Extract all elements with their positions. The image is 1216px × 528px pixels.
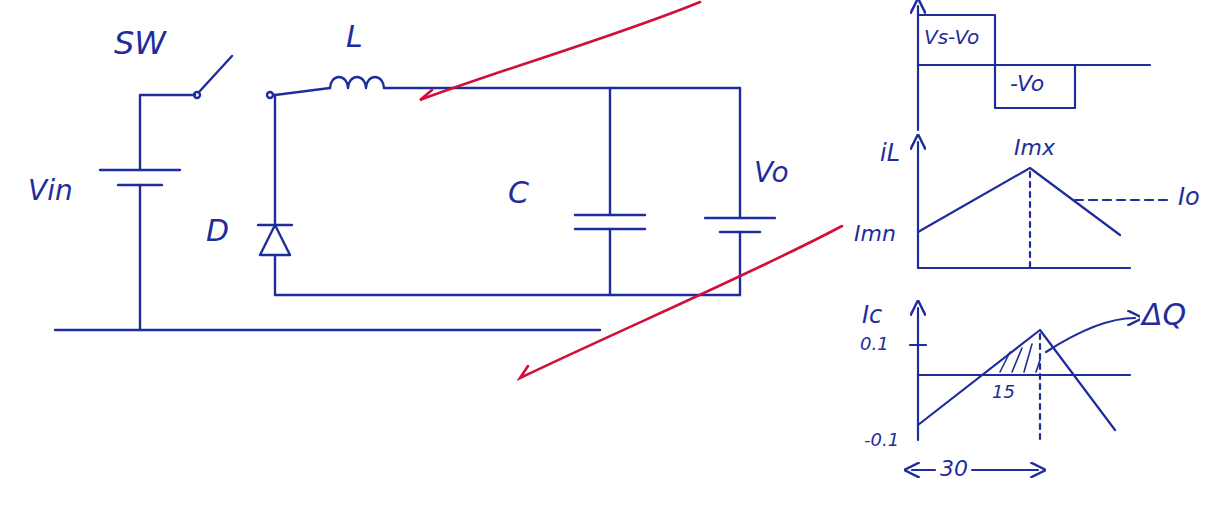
wire (609, 229, 611, 295)
dimension-label: 30 (938, 457, 970, 481)
axis (917, 6, 919, 130)
wire (275, 255, 740, 295)
dashed-line (1029, 172, 1031, 268)
dashed-line (1075, 199, 1170, 201)
signal-name: iL (878, 140, 902, 166)
source-name: Vo (752, 158, 791, 189)
switch-lever (199, 56, 232, 92)
waveform (918, 168, 1120, 235)
axis (918, 374, 1130, 376)
wire (140, 185, 600, 330)
axis (918, 64, 1150, 66)
current-level: Imx (1012, 136, 1057, 160)
capacitor-name: C (506, 176, 531, 209)
switch-name: SW (112, 26, 168, 61)
value-label: 15 (990, 382, 1017, 402)
wire (384, 87, 740, 89)
wire (55, 329, 140, 331)
hatch (1000, 344, 1040, 372)
wire (609, 88, 611, 215)
pointer-lines (420, 2, 842, 378)
charge-label: ΔQ (1140, 298, 1188, 331)
wire (140, 95, 195, 170)
pointer-line (520, 226, 842, 378)
voltage-level: Vs-Vo (922, 26, 981, 48)
waveform (918, 15, 995, 65)
battery-plate (705, 217, 775, 219)
pointer-line (420, 2, 700, 100)
wire (739, 88, 741, 218)
dimension-arrow (972, 469, 1038, 471)
source-name: Vin (26, 176, 75, 207)
wire (273, 88, 330, 95)
tick (910, 344, 926, 346)
wire (274, 95, 276, 225)
waveforms (910, 6, 1170, 470)
leader-line (1046, 318, 1135, 352)
waveform (918, 330, 1115, 430)
circuit (55, 56, 775, 330)
dimension-arrow (912, 469, 935, 471)
capacitor-plate (575, 214, 645, 216)
current-level: Imn (852, 222, 898, 246)
inductor-symbol (330, 77, 384, 88)
axis (917, 142, 919, 268)
signal-name: Ic (860, 302, 884, 328)
value-label: -0.1 (862, 430, 901, 450)
axis (918, 267, 1130, 269)
value-label: 0.1 (858, 334, 891, 354)
inductor-name: L (344, 20, 365, 53)
diode-symbol (260, 225, 290, 255)
voltage-level: -Vo (1008, 72, 1046, 96)
dashed-line (1039, 334, 1041, 440)
wire (739, 232, 741, 295)
current-level: Io (1176, 184, 1202, 210)
waveform (995, 65, 1075, 108)
diode-name: D (204, 214, 231, 247)
battery-plate (100, 169, 180, 171)
